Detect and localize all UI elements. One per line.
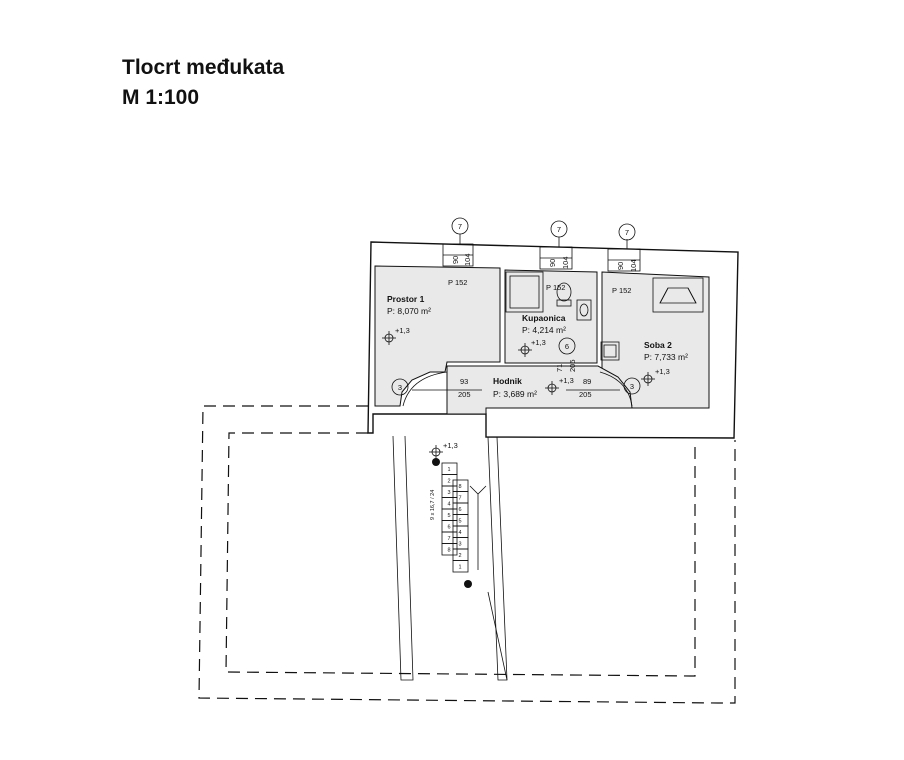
stair-start-dot	[432, 458, 440, 466]
elevation-marker-stairs: +1,3	[429, 441, 458, 459]
stair-step-number: 2	[447, 479, 450, 485]
stairs: 1 2 3 4 5 6 7 8 8 7 6 5 4 3 2 1 9 x 16,7 / 24	[430, 462, 487, 573]
room-hodnik-name: Hodnik	[493, 376, 522, 386]
window-tag-2: 7	[550, 220, 568, 247]
stair-step-number: 4	[447, 502, 450, 508]
window-tag-1: 7	[451, 217, 469, 244]
room-kupaonica	[504, 269, 598, 364]
stair-arrow	[469, 485, 487, 570]
room-prostor1	[374, 265, 501, 407]
terrace-outline-outer	[198, 405, 736, 704]
stair-step-number: 7	[447, 536, 450, 542]
stair-label: 9 x 16,7 / 24	[430, 490, 436, 520]
window-2-width: 90	[548, 259, 557, 267]
door-tag-right: 3	[623, 377, 641, 395]
door-right-height: 205	[579, 390, 592, 399]
window-1-sill: P 152	[448, 278, 467, 287]
stair-step-number: 7	[458, 496, 461, 502]
window-1-height: 104	[463, 253, 472, 266]
stair-step-number: 1	[458, 565, 461, 571]
terrace-outline-inner	[225, 432, 696, 677]
svg-text:7: 7	[458, 222, 462, 231]
washbasin	[576, 299, 592, 321]
svg-text:+1,3: +1,3	[395, 326, 410, 335]
window-3-height: 104	[629, 259, 638, 272]
door-left-swing	[402, 371, 448, 407]
stair-step-number: 5	[447, 513, 450, 519]
svg-text:7: 7	[557, 225, 561, 234]
room-kupaonica-area: P: 4,214 m²	[522, 325, 566, 335]
plan-title: Tlocrt međukata	[122, 56, 285, 79]
room-soba2-name: Soba 2	[644, 340, 672, 350]
stair-step-number: 3	[447, 490, 450, 496]
stair-step-right	[452, 560, 469, 573]
door-tag-bath: 6	[558, 337, 576, 355]
toilet	[556, 282, 572, 302]
room-hodnik	[446, 365, 633, 415]
room-prostor1-area: P: 8,070 m²	[387, 306, 431, 316]
door-right-swing	[599, 371, 633, 407]
window-tag-3: 7	[618, 223, 636, 249]
door-left-width: 93	[460, 377, 468, 386]
door-left-height: 205	[458, 390, 471, 399]
stair-step-number: 4	[458, 530, 461, 536]
svg-text:3: 3	[630, 382, 634, 391]
stair-step-number: 8	[447, 548, 450, 554]
svg-text:+1,3: +1,3	[443, 441, 458, 450]
door-right-width: 89	[583, 377, 591, 386]
stair-step-number: 6	[447, 525, 450, 531]
room-hodnik-area: P: 3,689 m²	[493, 389, 537, 399]
window-1-width: 90	[451, 256, 460, 264]
elevation-marker-kupaonica: +1,3	[518, 338, 546, 357]
window-2-sill: P 152	[546, 283, 565, 292]
room-soba2-area: P: 7,733 m²	[644, 352, 688, 362]
window-3-sill: P 152	[612, 286, 631, 295]
room-kupaonica-name: Kupaonica	[522, 313, 566, 323]
stair-step-number: 5	[458, 519, 461, 525]
stair-wall-right	[487, 436, 508, 681]
stair-step-number: 8	[458, 484, 461, 490]
elevation-marker-hodnik: +1,3	[545, 376, 574, 395]
svg-text:+1,3: +1,3	[655, 367, 670, 376]
svg-text:7: 7	[625, 228, 629, 237]
stair-wall-left	[392, 435, 414, 681]
door-tag-left: 3	[391, 378, 409, 396]
elevation-marker-soba2: +1,3	[641, 367, 670, 386]
stair-end-dot	[464, 580, 472, 588]
plan-scale: M 1:100	[122, 86, 200, 109]
elevation-marker-prostor1: +1,3	[382, 326, 410, 345]
shower-tray	[505, 271, 544, 313]
svg-text:+1,3: +1,3	[559, 376, 574, 385]
stair-step-number: 6	[458, 507, 461, 513]
stair-step-number: 1	[447, 467, 450, 473]
door-bath-height: 205	[568, 359, 577, 372]
cabinet	[600, 341, 620, 361]
room-prostor1-name: Prostor 1	[387, 294, 425, 304]
stair-step-number: 2	[458, 553, 461, 559]
stove	[652, 277, 704, 313]
window-2-height: 104	[561, 256, 570, 269]
svg-text:3: 3	[398, 383, 402, 392]
svg-text:6: 6	[565, 342, 569, 351]
door-bath-width: 71	[555, 364, 564, 372]
window-3-width: 90	[616, 262, 625, 270]
stair-step-number: 3	[458, 542, 461, 548]
svg-text:+1,3: +1,3	[531, 338, 546, 347]
